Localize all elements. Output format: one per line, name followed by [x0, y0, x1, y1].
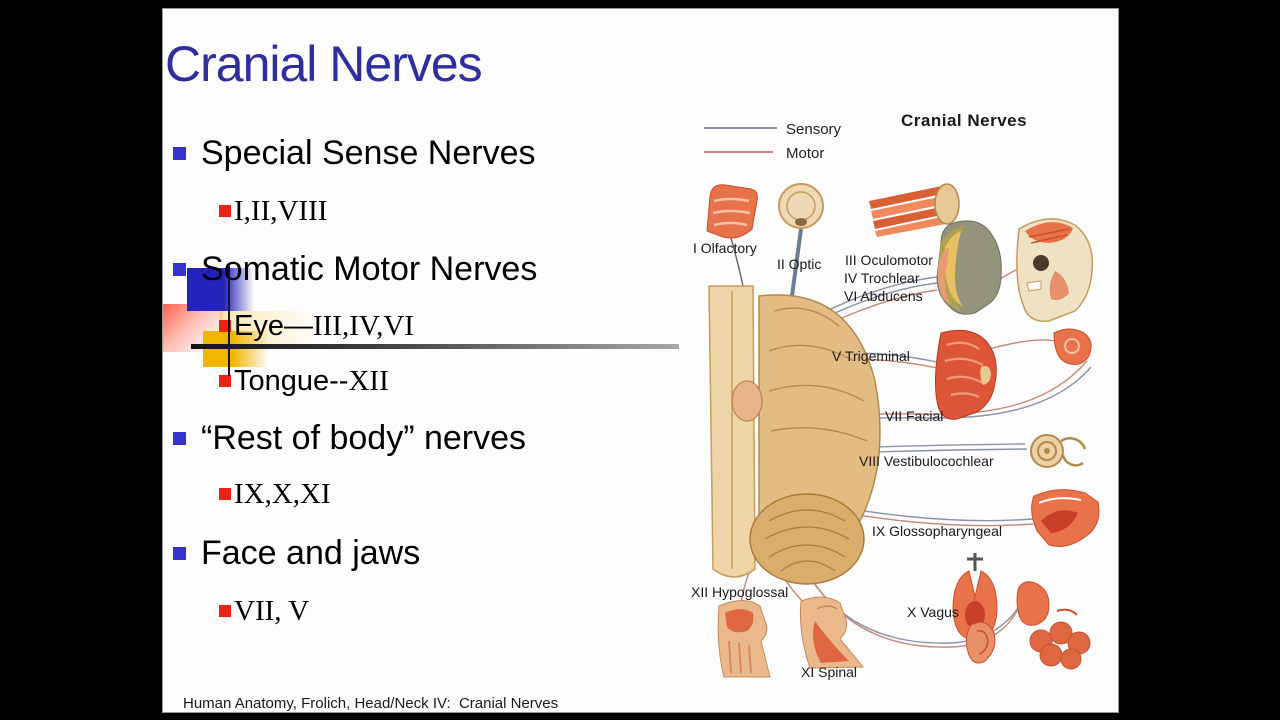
diagram-label-hypoglossal: XII Hypoglossal: [691, 584, 788, 600]
diagram-label-abducens: VI Abducens: [844, 288, 923, 304]
sub-bullet-item: IX,X,XI: [219, 474, 331, 514]
skull-head-icon: [1016, 218, 1094, 322]
sub-bullet-numerals: XII: [348, 364, 389, 397]
sub-bullet-prefix: Tongue--: [234, 364, 349, 397]
spinal-neck-icon: [799, 596, 865, 669]
sub-bullet-prefix: Eye—: [234, 309, 313, 342]
diagram-label-trigeminal: V Trigeminal: [832, 348, 910, 364]
diagram-label-glossopharyngeal: IX Glossopharyngeal: [872, 523, 1002, 539]
bullet-item: Special Sense Nerves: [173, 131, 536, 175]
bullet-text: Special Sense Nerves: [201, 133, 536, 172]
eye-muscles-icon: [869, 183, 960, 237]
sub-bullet-numerals: IX,X,XI: [234, 477, 331, 510]
sub-bullet-text: Eye—III,IV,VI: [234, 310, 414, 343]
face-profile-icon: [936, 220, 1002, 315]
sub-bullet-text: Tongue--XII: [234, 365, 389, 398]
diagram-label-oculomotor: III Oculomotor: [845, 252, 933, 268]
trigeminal-face-icon: [934, 329, 997, 420]
nose-icon: [706, 184, 758, 239]
bullet-item: “Rest of body” nerves: [173, 416, 526, 460]
sub-bullet-text: I,II,VIII: [234, 195, 327, 228]
diagram-label-spinal: XI Spinal: [801, 664, 857, 680]
bullet-text: “Rest of body” nerves: [201, 418, 527, 457]
diagram-label-olfactory: I Olfactory: [693, 240, 757, 256]
sub-bullet-numerals: I,II,VIII: [234, 194, 328, 227]
diagram-label-trochlear: IV Trochlear: [844, 270, 920, 286]
sub-bullet-numerals: VII, V: [234, 594, 310, 627]
ear-pinna-icon: [965, 621, 996, 664]
cranial-nerves-diagram: Sensory Motor Cranial Nerves: [691, 111, 1100, 680]
bullet-item: Somatic Motor Nerves: [173, 247, 537, 291]
brain-inferior-view-icon: [708, 285, 881, 585]
legend-motor-label: Motor: [786, 145, 824, 162]
sub-bullet-item: I,II,VIII: [219, 191, 327, 231]
cochlea-icon: [1030, 434, 1087, 468]
red-square-bullet-icon: [219, 488, 231, 500]
red-square-bullet-icon: [219, 205, 231, 217]
blue-square-bullet-icon: [173, 431, 186, 445]
blue-square-bullet-icon: [173, 262, 186, 276]
slide-title: Cranial Nerves: [165, 36, 483, 92]
slide-footer: Human Anatomy, Frolich, Head/Neck IV: Cr…: [183, 695, 559, 712]
red-square-bullet-icon: [219, 375, 231, 387]
transition-artifact-blue: [187, 268, 254, 311]
blue-square-bullet-icon: [173, 546, 186, 560]
bullet-text: Face and jaws: [201, 533, 421, 572]
sub-bullet-item: Tongue--XII: [219, 361, 389, 401]
sub-bullet-text: VII, V: [234, 595, 309, 628]
diagram-label-vagus: X Vagus: [907, 604, 959, 620]
trigeminal-branch-line: [988, 339, 1056, 350]
legend-sensory-label: Sensory: [786, 121, 842, 138]
diagram-title: Cranial Nerves: [901, 111, 1027, 130]
transition-artifact-vertical-line: [228, 266, 230, 376]
diagram-label-facial: VII Facial: [885, 408, 943, 424]
red-square-bullet-icon: [219, 605, 231, 617]
diagram-label-vestibulocochlear: VIII Vestibulocochlear: [859, 453, 994, 469]
bullet-item: Face and jaws: [173, 531, 420, 575]
sub-bullet-numerals: III,IV,VI: [312, 309, 414, 342]
transition-artifact-horizontal-line: [191, 344, 679, 349]
eye-icon: [778, 183, 824, 229]
inner-ear-icon: [1053, 328, 1092, 365]
transition-artifact-gold: [203, 331, 269, 367]
sub-bullet-item: Eye—III,IV,VI: [219, 306, 414, 346]
blue-square-bullet-icon: [173, 146, 186, 160]
hypoglossal-neck-icon: [717, 600, 771, 678]
sub-bullet-text: IX,X,XI: [234, 478, 331, 511]
sub-bullet-item: VII, V: [219, 591, 309, 631]
slide: Cranial Nerves Special Sense Nerves I,II…: [162, 8, 1119, 713]
diagram-label-optic: II Optic: [777, 256, 821, 272]
bullet-text: Somatic Motor Nerves: [201, 249, 538, 288]
mouth-tongue-icon: [1031, 489, 1100, 547]
stomach-intestines-icon: [1016, 581, 1091, 670]
